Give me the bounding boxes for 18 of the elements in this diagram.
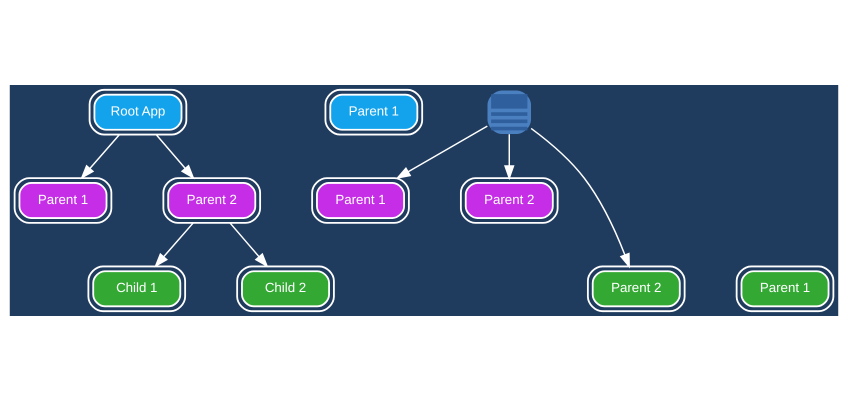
arrow — [229, 222, 268, 268]
node-box: Child 2 — [236, 265, 335, 312]
node-box: Parent 1 — [14, 176, 112, 224]
node-box: Parent 2 — [586, 265, 686, 312]
node-box: Parent 1 — [324, 88, 424, 135]
arrow — [156, 134, 195, 179]
node-box: Parent 2 — [460, 176, 559, 224]
arrow — [504, 134, 515, 180]
node-box: Parent 1 — [311, 176, 410, 224]
node-box: Child 1 — [87, 265, 186, 312]
node-picture — [488, 90, 532, 134]
node-box: Root App — [88, 88, 188, 135]
arrow — [154, 222, 194, 268]
arrow — [396, 124, 488, 178]
node-box: Parent 1 — [736, 265, 834, 312]
arrow — [80, 134, 120, 179]
arrow — [530, 127, 630, 268]
node-box: Parent 2 — [162, 176, 262, 224]
